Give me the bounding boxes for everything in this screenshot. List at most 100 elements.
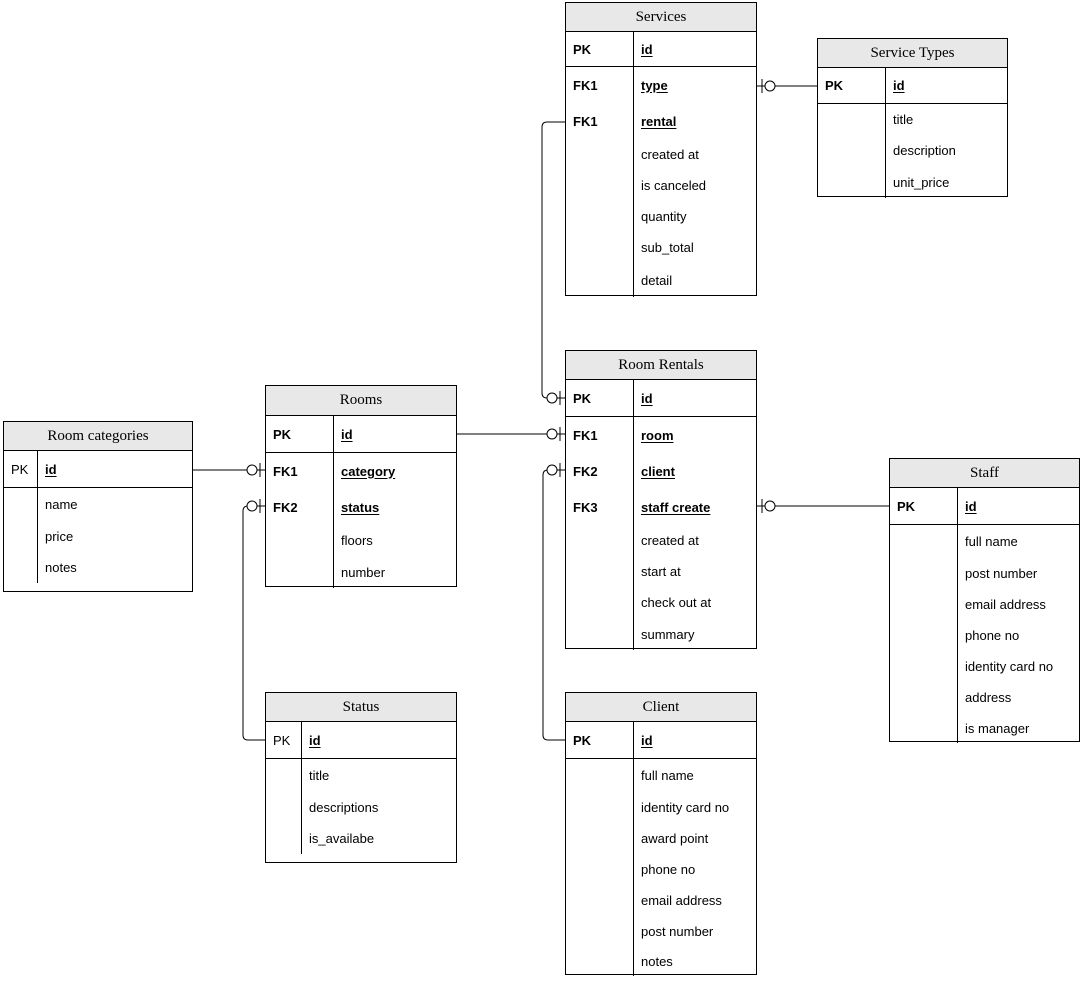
attribute-name: start at [641,564,681,579]
attribute-name: full name [965,534,1018,549]
attribute-row: FK2 client [566,453,756,489]
attribute-name: detail [641,272,673,288]
attribute-name: descriptions [309,800,379,815]
key-column-divider [333,416,334,588]
attribute-row: description [818,135,1007,166]
attribute-row: PK id [890,488,1079,525]
table-title: Rooms [266,386,456,416]
key-tag: FK2 [573,463,598,479]
attribute-name: category [341,463,396,479]
key-column-divider [957,488,958,743]
attribute-name: is manager [965,720,1030,736]
attribute-name: id [341,426,353,442]
attribute-row: unit_price [818,166,1007,198]
attribute-row: floors [266,525,456,556]
attribute-row: created at [566,525,756,556]
attribute-row: notes [566,947,756,976]
attribute-row: check out at [566,587,756,618]
attribute-name: floors [341,533,373,548]
table-title: Room categories [4,422,192,451]
key-tag: FK1 [273,463,298,479]
attribute-row: sub_total [566,232,756,263]
attribute-name: address [965,690,1012,705]
attribute-name: title [893,112,914,127]
attribute-name: id [965,498,977,514]
attribute-row: descriptions [266,792,456,823]
attribute-name: title [309,768,330,783]
attribute-name: id [641,41,653,57]
key-tag: PK [825,78,844,93]
edge-client-id-to-room-rentals-client[interactable] [542,469,565,741]
attribute-row: number [266,556,456,588]
attribute-name: full name [641,768,694,783]
attribute-name: identity card no [965,659,1054,674]
attribute-row: price [4,521,192,552]
attribute-name: id [641,390,653,406]
attribute-row: PK id [266,416,456,453]
key-tag: FK3 [573,499,598,515]
attribute-name: summary [641,626,695,642]
key-tag: FK1 [573,113,598,129]
attribute-name: quantity [641,209,687,224]
attribute-row: is manager [890,713,1079,743]
attribute-name: is_availabe [309,831,375,846]
attribute-row: created at [566,139,756,170]
attribute-name: name [45,497,78,512]
attribute-row: email address [890,589,1079,620]
table-title: Service Types [818,39,1007,68]
attribute-name: identity card no [641,800,730,815]
key-column-divider [633,722,634,976]
attribute-name: client [641,463,675,479]
attribute-name: rental [641,113,677,129]
attribute-row: FK3 staff create [566,489,756,525]
attribute-name: staff create [641,499,711,515]
attribute-row: address [890,682,1079,713]
attribute-row: start at [566,556,756,587]
attribute-row: PK id [818,68,1007,104]
key-tag: PK [573,41,592,57]
key-tag: PK [897,498,916,514]
attribute-name: price [45,529,74,544]
attribute-name: id [893,78,905,93]
table-title: Client [566,693,756,722]
key-column-divider [885,68,886,198]
attribute-row: full name [890,525,1079,558]
attribute-row: name [4,488,192,521]
attribute-name: sub_total [641,240,694,255]
key-column-divider [633,380,634,650]
key-tag: PK [273,426,292,442]
attribute-row: title [266,759,456,792]
attribute-row: notes [4,552,192,583]
attribute-row: PK id [566,32,756,67]
attribute-row: identity card no [566,792,756,823]
edge-services-rental-to-room-rentals-id[interactable] [541,121,565,399]
attribute-name: check out at [641,595,712,610]
attribute-name: notes [641,954,673,969]
attribute-row: post number [890,558,1079,589]
attribute-name: room [641,427,674,443]
attribute-row: email address [566,885,756,916]
edge-status-id-to-rooms-status[interactable] [242,505,265,741]
key-column-divider [633,32,634,297]
